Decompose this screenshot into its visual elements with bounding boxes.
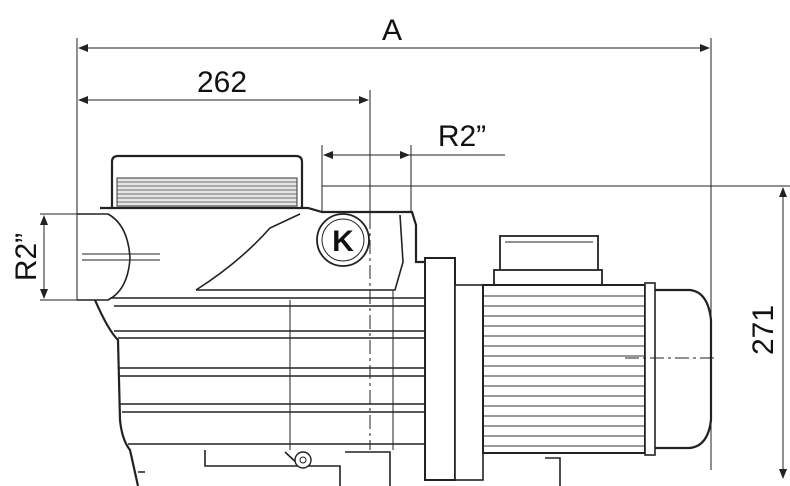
lid-grip-lines — [117, 181, 297, 203]
strainer-lid — [110, 154, 304, 208]
housing-contour — [195, 213, 301, 291]
dimension-label-inlet: R2” — [10, 233, 43, 281]
electric-motor — [482, 235, 718, 456]
basket-left-wall — [93, 299, 140, 486]
logo-mark: K — [332, 225, 354, 258]
dimension-label-271: 271 — [747, 305, 780, 355]
lid-grip — [116, 177, 298, 207]
pump-base — [138, 450, 341, 486]
housing-top — [100, 206, 425, 264]
logo-badge — [316, 213, 370, 267]
motor-housing — [482, 284, 646, 454]
motor-flange — [424, 257, 456, 481]
cooling-fins — [483, 295, 645, 447]
dimension-label-outlet: R2” — [438, 120, 486, 153]
motor-adapter — [454, 284, 484, 481]
dimension-label-262: 262 — [197, 66, 247, 99]
housing-ribs — [110, 297, 425, 445]
fan-cover-ring — [644, 282, 656, 456]
dimension-label-a: A — [382, 14, 402, 47]
pump-body: K — [77, 154, 561, 486]
inlet-pipe — [77, 213, 131, 301]
housing-shoulder — [196, 214, 404, 291]
fan-cover — [655, 288, 713, 450]
drain-plug — [294, 451, 312, 469]
dimension-lines — [40, 38, 790, 479]
motor-foot — [545, 457, 561, 486]
